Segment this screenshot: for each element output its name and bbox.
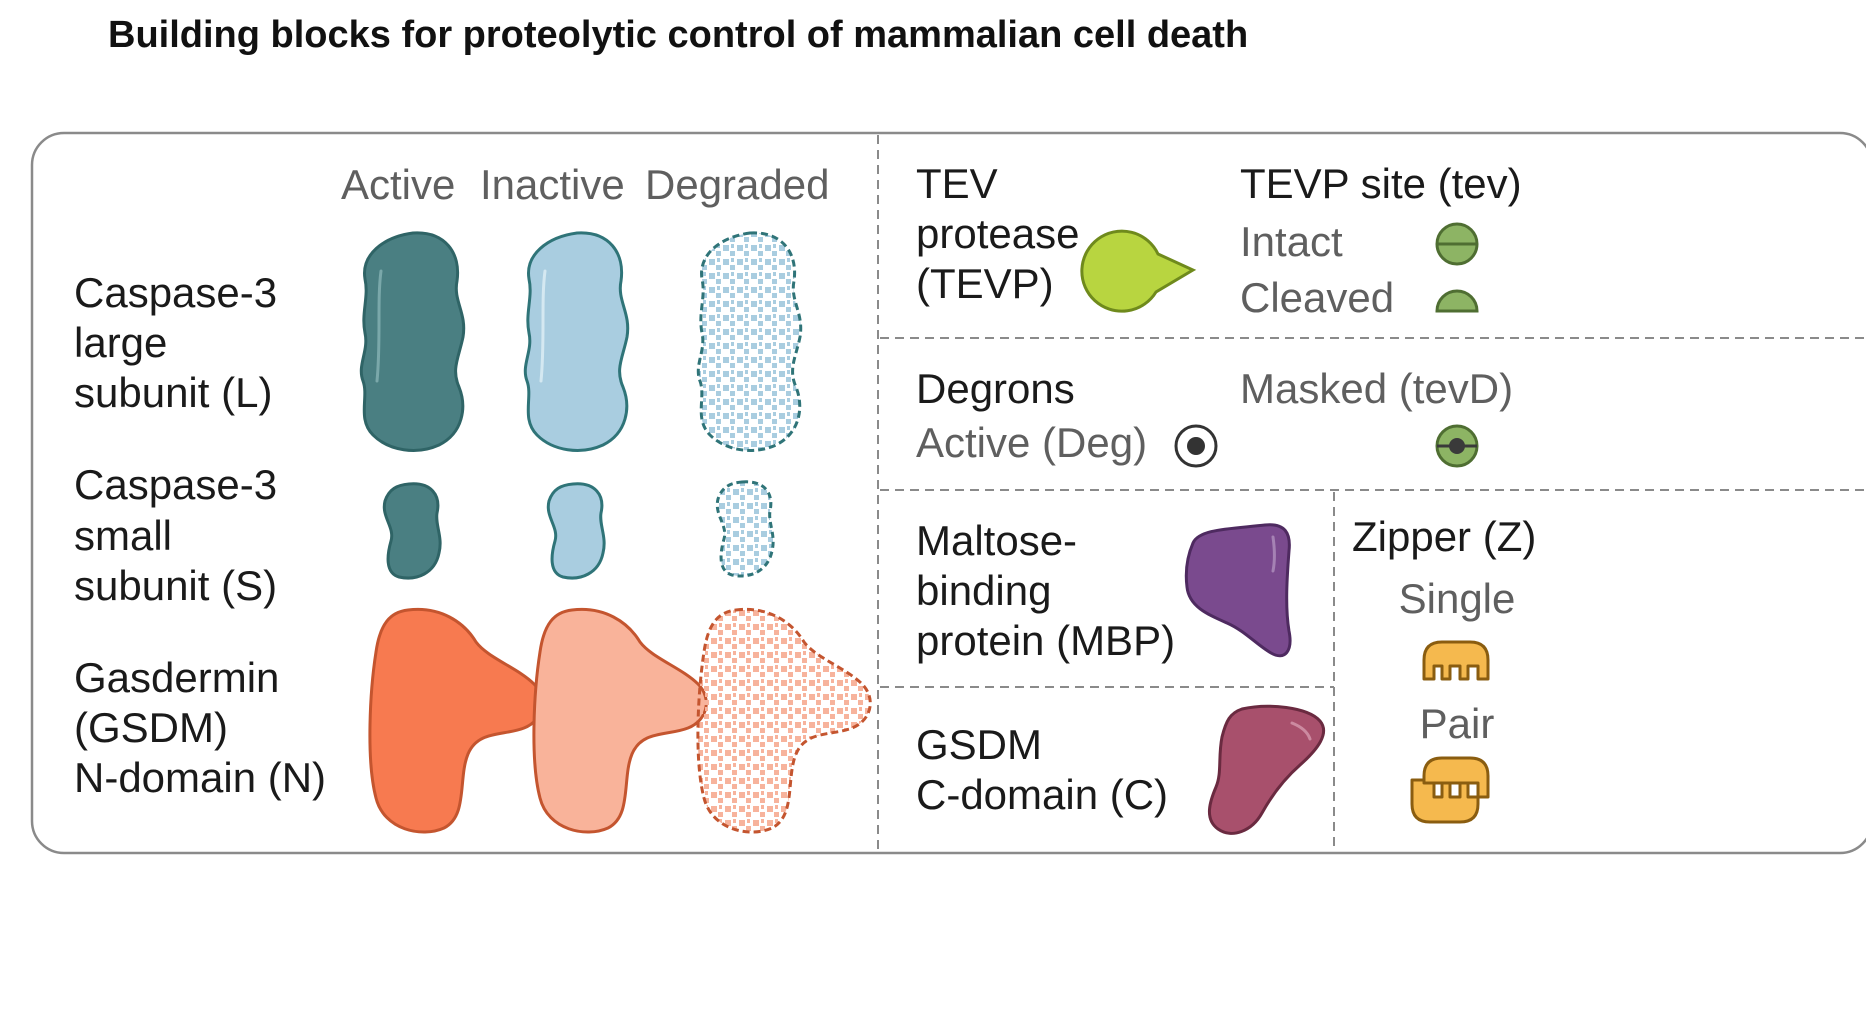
gsdm-n-label-line3: N-domain (N) (74, 754, 326, 801)
caspase3-large-label-line1: Caspase-3 (74, 269, 277, 316)
small-subunit-inactive (546, 482, 606, 580)
panel-dividers (877, 135, 1866, 850)
caspase3-large-label-line3: subunit (L) (74, 369, 272, 416)
tevp-label-line3: (TEVP) (916, 260, 1054, 307)
degron-masked-label: Masked (tevD) (1240, 365, 1513, 412)
gsdm-n-shapes (368, 607, 872, 834)
gsdm-c-block: GSDM C-domain (C) (916, 704, 1326, 835)
zipper-single-icon (1422, 640, 1490, 681)
gsdm-c-shape (1207, 704, 1326, 835)
gsdm-n-inactive (532, 607, 708, 834)
degron-masked-icon (1435, 424, 1479, 468)
gsdm-c-label-line1: GSDM (916, 721, 1042, 768)
tevp-label-line1: TEV (916, 160, 998, 207)
tev-site-block: TEVP site (tev) Intact Cleaved (1240, 160, 1522, 321)
zipper-pair-icon (1410, 756, 1490, 824)
small-subunit-degraded (715, 480, 775, 578)
gsdm-c-label-line2: C-domain (C) (916, 771, 1168, 818)
tevp-label-line2: protease (916, 210, 1079, 257)
caspase3-large-label-line2: large (74, 319, 167, 366)
header-degraded: Degraded (645, 161, 829, 208)
tev-site-cleaved-icon (1435, 289, 1479, 313)
state-headers: Active Inactive Degraded (341, 161, 829, 208)
figure-title: Building blocks for proteolytic control … (108, 14, 1248, 56)
tev-site-cleaved-label: Cleaved (1240, 274, 1394, 321)
tev-site-heading: TEVP site (tev) (1240, 160, 1522, 207)
caspase3-small-label-line3: subunit (S) (74, 562, 277, 609)
zipper-heading: Zipper (Z) (1352, 513, 1536, 560)
tev-site-intact-icon (1435, 222, 1479, 266)
tevp-block: TEV protease (TEVP) (916, 160, 1197, 313)
small-subunit-shapes (382, 480, 775, 580)
small-subunit-active (382, 482, 442, 580)
gsdm-n-label-line1: Gasdermin (74, 654, 279, 701)
header-inactive: Inactive (480, 161, 625, 208)
large-subunit-inactive (523, 231, 630, 452)
gsdm-n-label-line2: (GSDM) (74, 704, 228, 751)
mbp-label-line3: protein (MBP) (916, 617, 1175, 664)
caspase3-small-label-line2: small (74, 512, 172, 559)
zipper-pair-label: Pair (1420, 700, 1495, 747)
gsdm-n-active (368, 607, 544, 834)
large-subunit-degraded (696, 231, 803, 452)
mbp-label-line1: Maltose- (916, 517, 1077, 564)
caspase3-small-label-line1: Caspase-3 (74, 461, 277, 508)
degron-active-icon (1174, 424, 1218, 468)
gsdm-n-degraded (696, 607, 872, 834)
large-subunit-active (359, 231, 466, 452)
panel-border (30, 131, 1866, 855)
header-active: Active (341, 161, 455, 208)
zipper-single-label: Single (1399, 575, 1516, 622)
mbp-label-line2: binding (916, 567, 1051, 614)
mbp-block: Maltose- binding protein (MBP) (916, 517, 1292, 664)
zipper-block: Zipper (Z) Single Pair (1352, 513, 1536, 824)
degron-active-label: Active (Deg) (916, 419, 1147, 466)
tev-site-intact-label: Intact (1240, 218, 1343, 265)
row-labels: Caspase-3 large subunit (L) Caspase-3 sm… (74, 269, 326, 801)
degrons-block: Degrons Active (Deg) Masked (tevD) (916, 365, 1513, 468)
tevp-pacman-icon (1080, 229, 1197, 313)
large-subunit-shapes (359, 231, 803, 452)
degrons-heading: Degrons (916, 365, 1075, 412)
